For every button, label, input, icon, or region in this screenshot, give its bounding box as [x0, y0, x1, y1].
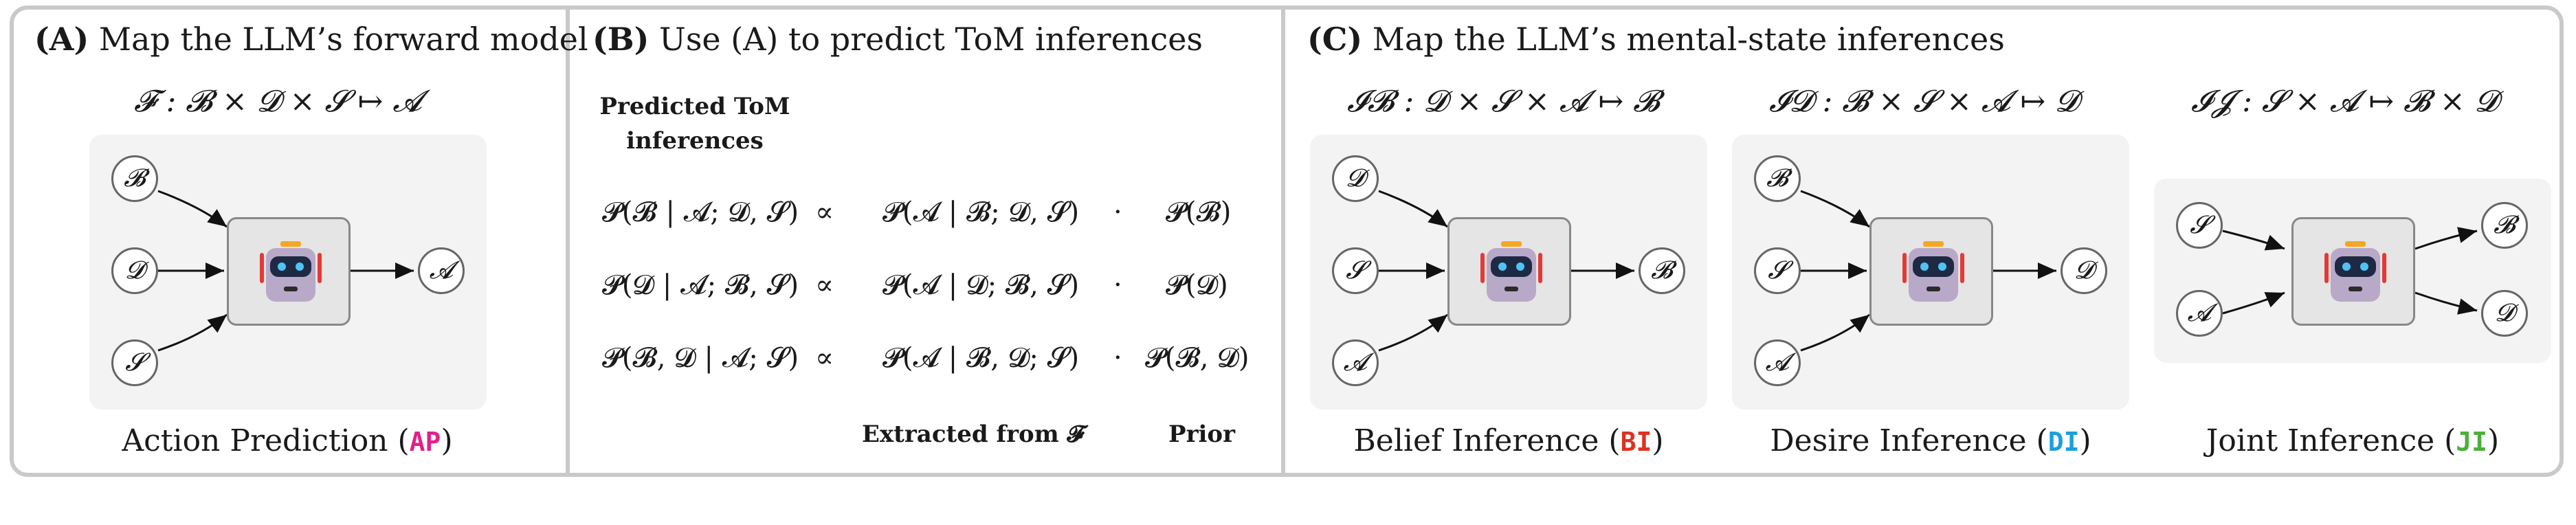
desire-input-belief: 𝓑	[1754, 155, 1801, 202]
panel-c-title-text: Map the LLM’s mental-state inferences	[1372, 21, 2005, 58]
belief-formula: 𝓘𝓑 : 𝓓 × 𝓢 × 𝓐 ↦ 𝓑	[1347, 84, 1660, 119]
robot-icon	[1480, 241, 1542, 302]
node-state: 𝓢	[111, 339, 158, 386]
joint-llm-box	[2291, 217, 2415, 326]
desire-caption-end: )	[2079, 423, 2091, 458]
row-2-prior: 𝓟(𝓓)	[1166, 269, 1228, 301]
belief-input-desire: 𝓓	[1332, 155, 1379, 202]
figure-frame	[10, 5, 2564, 477]
extracted-from-f-label: Extracted from 𝓕	[862, 421, 1085, 448]
robot-icon	[1902, 241, 1964, 302]
row-1-prior: 𝓟(𝓑)	[1166, 197, 1232, 228]
belief-caption-end: )	[1652, 423, 1664, 458]
belief-caption-text: Belief Inference (	[1353, 423, 1621, 458]
divider-bc	[1281, 5, 1285, 477]
panel-a-caption-text: Action Prediction (	[122, 423, 410, 458]
node-action: 𝓐	[418, 247, 465, 294]
joint-caption-text: Joint Inference (	[2206, 423, 2456, 458]
joint-input-action: 𝓐	[2176, 290, 2223, 337]
ap-code: AP	[409, 427, 441, 457]
desire-input-action: 𝓐	[1754, 339, 1801, 386]
panel-b-label: (B)	[592, 21, 649, 58]
panel-a-title-text: Map the LLM’s forward model	[98, 21, 588, 58]
node-belief: 𝓑	[111, 155, 158, 202]
joint-output-belief: 𝓑	[2481, 202, 2528, 249]
desire-caption-text: Desire Inference (	[1770, 423, 2048, 458]
panel-a-caption-end: )	[441, 423, 453, 458]
predicted-tom-header: Predicted ToM inferences	[595, 89, 795, 158]
ji-code: JI	[2456, 427, 2488, 457]
panel-a-label: (A)	[34, 21, 89, 58]
bi-code: BI	[1620, 427, 1652, 457]
belief-caption: Belief Inference (BI)	[1353, 423, 1663, 458]
panel-b-title-text: Use (A) to predict ToM inferences	[659, 21, 1203, 58]
row-3-prior: 𝓟(𝓑, 𝓓)	[1145, 342, 1250, 374]
llm-box	[227, 217, 351, 326]
divider-ab	[566, 5, 570, 477]
row-1-dot: ·	[1113, 197, 1122, 228]
node-desire: 𝓓	[111, 247, 158, 294]
panel-a-title: (A) Map the LLM’s forward model	[34, 21, 588, 58]
panel-a-formula: 𝓕 : 𝓑 × 𝓓 × 𝓢 ↦ 𝓐	[134, 84, 422, 119]
row-3-lhs: 𝓟(𝓑, 𝓓 | 𝓐; 𝓢)	[602, 342, 799, 374]
belief-input-action: 𝓐	[1332, 339, 1379, 386]
desire-formula: 𝓘𝓓 : 𝓑 × 𝓢 × 𝓐 ↦ 𝓓	[1769, 84, 2078, 119]
row-1-lhs: 𝓟(𝓑 | 𝓐; 𝓓, 𝓢)	[602, 197, 799, 228]
prior-label: Prior	[1168, 421, 1235, 448]
row-2-dot: ·	[1113, 269, 1122, 301]
header-line-1: Predicted ToM	[599, 93, 790, 120]
header-line-2: inferences	[626, 127, 764, 155]
row-3-likelihood: 𝓟(𝓐 | 𝓑, 𝓓; 𝓢)	[882, 342, 1080, 374]
panel-c-label: (C)	[1307, 21, 1363, 58]
row-2-prop: ∝	[815, 269, 834, 301]
desire-input-state: 𝓢	[1754, 247, 1801, 294]
joint-caption-end: )	[2487, 423, 2500, 458]
row-1-prop: ∝	[815, 197, 834, 228]
row-2-lhs: 𝓟(𝓓 | 𝓐; 𝓑, 𝓢)	[602, 269, 799, 301]
row-1-likelihood: 𝓟(𝓐 | 𝓑; 𝓓, 𝓢)	[882, 197, 1080, 228]
robot-icon	[260, 241, 322, 302]
row-3-dot: ·	[1113, 342, 1122, 374]
joint-output-desire: 𝓓	[2481, 290, 2528, 337]
desire-output: 𝓓	[2061, 247, 2107, 294]
panel-a-caption: Action Prediction (AP)	[122, 423, 452, 458]
joint-formula: 𝓘𝓙 : 𝓢 × 𝓐 ↦ 𝓑 × 𝓓	[2191, 84, 2498, 119]
desire-caption: Desire Inference (DI)	[1770, 423, 2091, 458]
belief-output: 𝓑	[1639, 247, 1685, 294]
desire-llm-box	[1869, 217, 1993, 326]
robot-icon	[2324, 241, 2386, 302]
joint-input-state: 𝓢	[2176, 202, 2223, 249]
row-3-prop: ∝	[815, 342, 834, 374]
row-2-likelihood: 𝓟(𝓐 | 𝓓; 𝓑, 𝓢)	[882, 269, 1080, 301]
belief-input-state: 𝓢	[1332, 247, 1379, 294]
di-code: DI	[2047, 427, 2080, 457]
panel-c-title: (C) Map the LLM’s mental-state inference…	[1307, 21, 2005, 58]
panel-b-title: (B) Use (A) to predict ToM inferences	[592, 21, 1203, 58]
joint-caption: Joint Inference (JI)	[2206, 423, 2499, 458]
belief-llm-box	[1447, 217, 1571, 326]
